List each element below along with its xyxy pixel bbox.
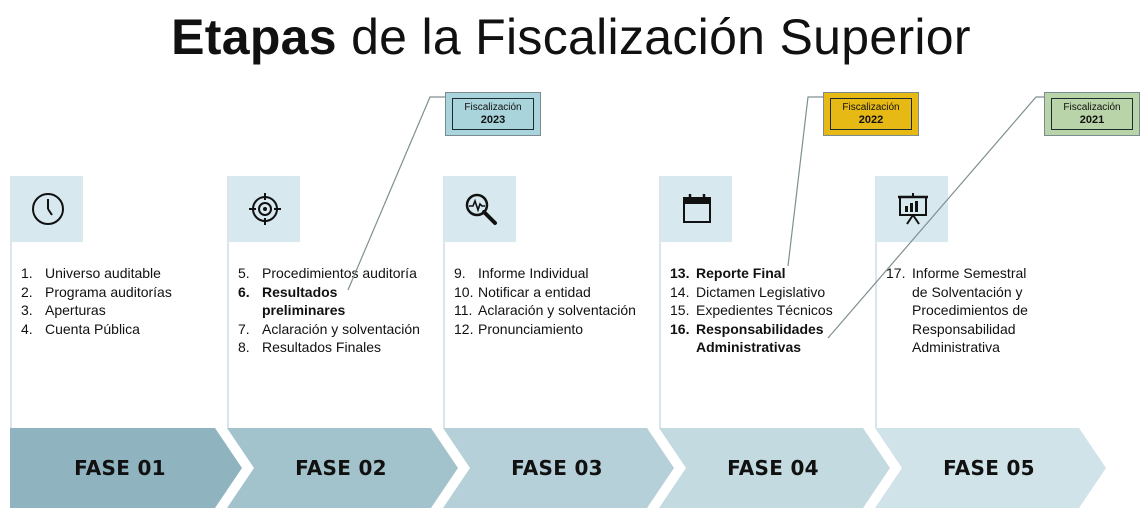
item-number: 6. (238, 283, 250, 300)
fase-label-1: FASE 01 (74, 456, 166, 480)
phase-4-item: 15. Expedientes Técnicos (670, 301, 870, 320)
item-text: Programa auditorías (45, 283, 172, 300)
fase-label-2: FASE 02 (295, 456, 387, 480)
phase-3-item: 12.Pronunciamiento (454, 320, 659, 339)
phase-4-item: 14. Dictamen Legislativo (670, 283, 870, 302)
item-text: Dictamen Legislativo (696, 283, 826, 300)
item-text: Informe Semestral de Solventación y Proc… (912, 265, 1028, 355)
fase-label-5: FASE 05 (943, 456, 1035, 480)
item-number: 4. (21, 320, 33, 337)
item-number: 9. (454, 265, 466, 281)
item-text: Pronunciamiento (478, 320, 584, 337)
phase-items-5: 17. Informe Semestral de Solventación y P… (886, 264, 1036, 357)
item-number: 17. (886, 265, 906, 281)
item-number: 12. (454, 320, 474, 337)
item-number: 10. (454, 283, 474, 300)
phase-2-item: 6. Resultados preliminares (238, 283, 443, 320)
tag-2023-year: 2023 (480, 114, 506, 126)
item-number: 7. (238, 320, 250, 337)
item-number: 8. (238, 339, 250, 355)
arrow-fase-01 (10, 428, 242, 508)
item-text: Aclaración y solventación (478, 302, 636, 318)
title-bold: Etapas (171, 9, 337, 65)
item-number: 15. (670, 302, 690, 318)
phase-4-item: 16. Responsabilidades Administrativas (670, 320, 870, 357)
phase-1-item: 2. Programa auditorías (21, 283, 221, 302)
magnifier-pulse-icon (465, 193, 497, 225)
item-number: 14. (670, 283, 690, 300)
tag-2022-year: 2022 (858, 114, 884, 126)
item-text: Aclaración y solventación (262, 320, 420, 337)
phase-3-item: 11. Aclaración y solventación (454, 301, 659, 320)
title-rest: de la Fiscalización Superior (336, 9, 971, 65)
phase-1-item: 4. Cuenta Pública (21, 320, 221, 339)
phase-1-item: 3. Aperturas (21, 301, 221, 320)
phase-items-2: 5. Procedimientos auditoría 6. Resultados p… (238, 264, 443, 357)
fase-label-4: FASE 04 (727, 456, 819, 480)
item-text: Informe Individual (478, 265, 589, 281)
arrow-fase-02 (227, 428, 458, 508)
phase-arrows (10, 428, 1106, 508)
arrow-fase-04 (659, 428, 890, 508)
phase-3-item: 10.Notificar a entidad (454, 283, 659, 302)
phase-card-2: 5. Procedimientos auditoría 6. Resultados p… (227, 176, 442, 428)
phase-4-item: 13. Reporte Final (670, 264, 870, 283)
item-number: 1. (21, 265, 33, 281)
phase-icon-box-1 (12, 176, 83, 242)
phase-1-item: 1. Universo auditable (21, 264, 221, 283)
phase-icon-box-4 (661, 176, 732, 242)
presentation-board-icon (897, 193, 928, 225)
calendar-icon (682, 194, 711, 223)
tag-2021-year: 2021 (1079, 114, 1105, 126)
phase-items-1: 1. Universo auditable 2. Programa auditoría… (21, 264, 221, 338)
item-number: 16. (670, 320, 690, 337)
item-number: 2. (21, 283, 33, 300)
item-text: Resultados preliminares (262, 283, 346, 319)
target-icon (248, 193, 281, 225)
phase-5-item: 17. Informe Semestral de Solventación y P… (886, 264, 1036, 357)
item-text: Procedimientos auditoría (262, 265, 417, 281)
phase-card-5: 17. Informe Semestral de Solventación y P… (875, 176, 1090, 428)
phase-card-1: 1. Universo auditable 2. Programa auditoría… (10, 176, 225, 428)
item-text: Universo auditable (45, 265, 161, 281)
phase-2-item: 8. Resultados Finales (238, 338, 443, 357)
arrow-fase-03 (443, 428, 674, 508)
item-text: Resultados Finales (262, 339, 382, 355)
phase-2-item: 5. Procedimientos auditoría (238, 264, 443, 283)
item-number: 3. (21, 302, 33, 318)
item-number: 13. (670, 265, 690, 281)
phase-2-item: 7. Aclaración y solventación (238, 320, 443, 339)
phase-icon-box-2 (229, 176, 300, 242)
item-number: 5. (238, 265, 250, 281)
item-text: Cuenta Pública (45, 320, 140, 337)
page-title: Etapas de la Fiscalización Superior (0, 8, 1142, 66)
clock-icon (31, 193, 64, 225)
item-number: 11. (454, 302, 473, 318)
item-text: Responsabilidades Administrativas (696, 320, 824, 356)
item-text: Reporte Final (696, 265, 786, 281)
fase-label-3: FASE 03 (511, 456, 603, 480)
tag-2022-line1: Fiscalización (842, 102, 900, 113)
tag-2023-line1: Fiscalización (464, 102, 522, 113)
phase-icon-box-3 (445, 176, 516, 242)
item-text: Notificar a entidad (478, 283, 591, 300)
item-text: Aperturas (45, 302, 106, 318)
phase-3-item: 9. Informe Individual (454, 264, 659, 283)
tag-2021-line1: Fiscalización (1063, 102, 1121, 113)
item-text: Expedientes Técnicos (696, 302, 833, 318)
phase-icon-box-5 (877, 176, 948, 242)
arrow-fase-05 (875, 428, 1106, 508)
